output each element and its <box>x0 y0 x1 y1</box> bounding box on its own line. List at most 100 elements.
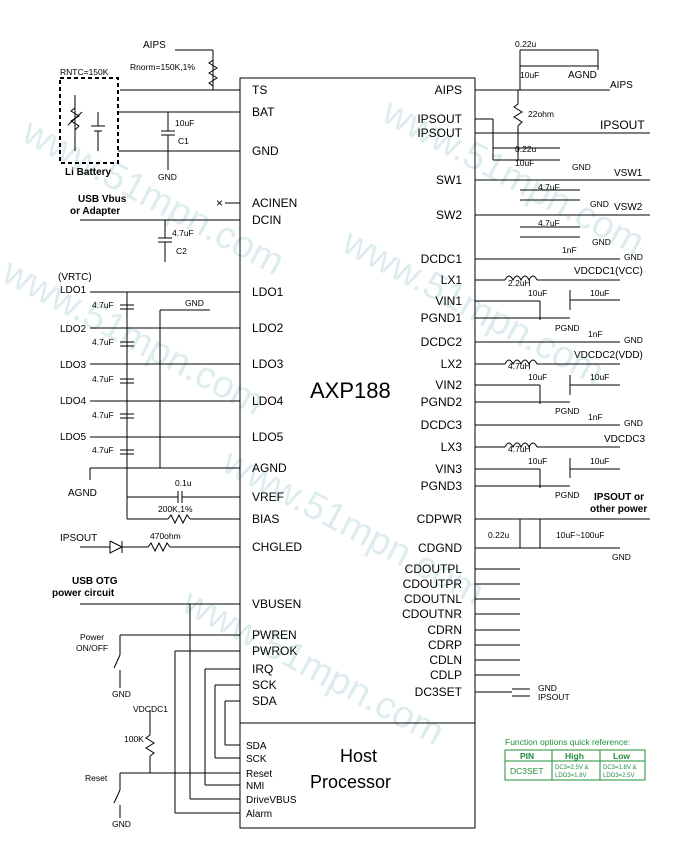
pgnd3-label: PGND <box>555 490 580 500</box>
right-pin-labels: AIPS IPSOUT IPSOUT SW1 SW2 DCDC1 LX1 VIN… <box>402 83 463 699</box>
reset-label: Reset <box>85 773 108 783</box>
ipsout-led-label: IPSOUT <box>60 533 97 544</box>
vdcdc1-label: VDCDC1(VCC) <box>574 266 643 277</box>
vdcdc1-label: VDCDC1 <box>133 704 168 714</box>
host-title-line2: Processor <box>310 772 391 792</box>
vdcdc2-label: VDCDC2(VDD) <box>574 350 643 361</box>
pin-dc3set: DC3SET <box>415 685 463 699</box>
pin-bias: BIAS <box>252 512 279 526</box>
host-title-line1: Host <box>340 746 377 766</box>
pin-bat: BAT <box>252 105 275 119</box>
ldo3-label: LDO3 <box>60 360 87 371</box>
ldo1-cap: 4.7uF <box>92 300 114 310</box>
other-power-label: other power <box>590 504 647 515</box>
vdcdc3-label: VDCDC3 <box>604 434 646 445</box>
pin-cdoutnl: CDOUTNL <box>404 592 462 606</box>
dcdc1-cap: 1nF <box>562 245 577 255</box>
function-reference-table: Function options quick reference: PIN Hi… <box>504 737 646 781</box>
out3-cap: 10uF <box>590 456 609 466</box>
pin-chgled: CHGLED <box>252 540 302 554</box>
bias-res: 200K,1% <box>158 504 193 514</box>
pin-ipsout-1: IPSOUT <box>417 112 462 126</box>
sw1-gnd: GND <box>590 199 609 209</box>
pin-dcdc3: DCDC3 <box>421 418 463 432</box>
aips-agnd: AGND <box>568 70 597 81</box>
agnd-label: AGND <box>68 488 97 499</box>
chip-name: AXP188 <box>310 378 391 403</box>
host-pin-nmi: NMI <box>246 781 264 792</box>
pin-cdln: CDLN <box>429 653 462 667</box>
c2-value: 4.7uF <box>172 228 194 238</box>
reference-border <box>504 749 646 781</box>
cdgnd-gnd: GND <box>612 552 631 562</box>
vsw1-label: VSW1 <box>614 168 643 179</box>
reset-gnd: GND <box>112 819 131 829</box>
rnorm-label: Rnorm=150K,1% <box>130 62 195 72</box>
vsw2-label: VSW2 <box>614 202 643 213</box>
dcdc3-cap: 1nF <box>588 412 603 422</box>
pin-pwrok: PWROK <box>252 644 297 658</box>
reference-header-high: High <box>565 751 584 761</box>
c1-gnd: GND <box>158 172 177 182</box>
pgnd2-label: PGND <box>555 406 580 416</box>
pgnd1-label: PGND <box>555 323 580 333</box>
dc3set-ipsout: IPSOUT <box>538 692 570 702</box>
ldo4-label: LDO4 <box>60 396 87 407</box>
host-pin-alarm: Alarm <box>246 809 272 820</box>
pin-lx3: LX3 <box>441 440 463 454</box>
reference-high-2: LDO3=1.8V <box>555 773 587 779</box>
pin-vbusen: VBUSEN <box>252 597 301 611</box>
pin-ts: TS <box>252 83 267 97</box>
pin-ipsout-2: IPSOUT <box>417 126 462 140</box>
pin-lx1: LX1 <box>441 273 463 287</box>
cdpwr-cap2: 10uF~100uF <box>556 530 604 540</box>
pin-cdgnd: CDGND <box>418 541 462 555</box>
sw1-cap: 4.7uF <box>538 182 560 192</box>
sw2-cap: 4.7uF <box>538 218 560 228</box>
ipsout-or-label: IPSOUT or <box>594 492 644 503</box>
pullup-res: 100K <box>124 734 144 744</box>
li-battery-label: Li Battery <box>65 167 112 178</box>
led-res: 470ohm <box>150 531 181 541</box>
pin-agnd: AGND <box>252 461 287 475</box>
pin-dcin: DCIN <box>252 213 281 227</box>
watermark-1: www.51mpn.com <box>15 110 291 283</box>
host-pin-labels: SDA SCK Reset NMI DriveVBUS Alarm <box>246 741 297 820</box>
pin-pgnd2: PGND2 <box>421 395 463 409</box>
wiring <box>59 49 650 829</box>
usb-vbus-label: USB Vbus <box>78 194 127 205</box>
c1-value: 10uF <box>175 118 194 128</box>
pin-pgnd3: PGND3 <box>421 479 463 493</box>
cdpwr-cap1: 0.22u <box>488 530 510 540</box>
aips-out-label: AIPS <box>610 80 633 91</box>
usb-otg-label: USB OTG <box>72 576 118 587</box>
pin-sck: SCK <box>252 678 277 692</box>
ipsout-gnd: GND <box>572 162 591 172</box>
pin-sw1: SW1 <box>436 173 462 187</box>
reference-low-1: DC3=1.8V & <box>603 765 637 771</box>
pin-cdoutpr: CDOUTPR <box>403 577 463 591</box>
pin-ldo3: LDO3 <box>252 357 284 371</box>
pin-pgnd1: PGND1 <box>421 311 463 325</box>
reference-header-pin: PIN <box>520 751 534 761</box>
ipsout-cap-10uf: 10uF <box>515 158 534 168</box>
pin-cdlp: CDLP <box>430 668 462 682</box>
pin-gnd: GND <box>252 144 279 158</box>
aips-cap-10uf: 10uF <box>520 70 539 80</box>
pin-cdpwr: CDPWR <box>417 512 463 526</box>
vrtc-label: (VRTC) <box>58 272 92 283</box>
reference-header-low: Low <box>613 751 630 761</box>
pin-pwren: PWREN <box>252 628 297 642</box>
ldo2-label: LDO2 <box>60 324 87 335</box>
vin2-cap: 10uF <box>528 372 547 382</box>
pin-acinen: ACINEN <box>252 196 297 210</box>
ldo-gnd: GND <box>185 298 204 308</box>
ldo5-label: LDO5 <box>60 432 87 443</box>
res-22ohm: 22ohm <box>528 109 554 119</box>
left-pin-labels: TS BAT GND ACINEN DCIN LDO1 LDO2 LDO3 LD… <box>252 83 302 708</box>
lx2-inductor: 4.7uH <box>508 361 531 371</box>
out1-cap: 10uF <box>590 288 609 298</box>
vref-cap: 0.1u <box>175 478 192 488</box>
ldo1-label: LDO1 <box>60 285 87 296</box>
